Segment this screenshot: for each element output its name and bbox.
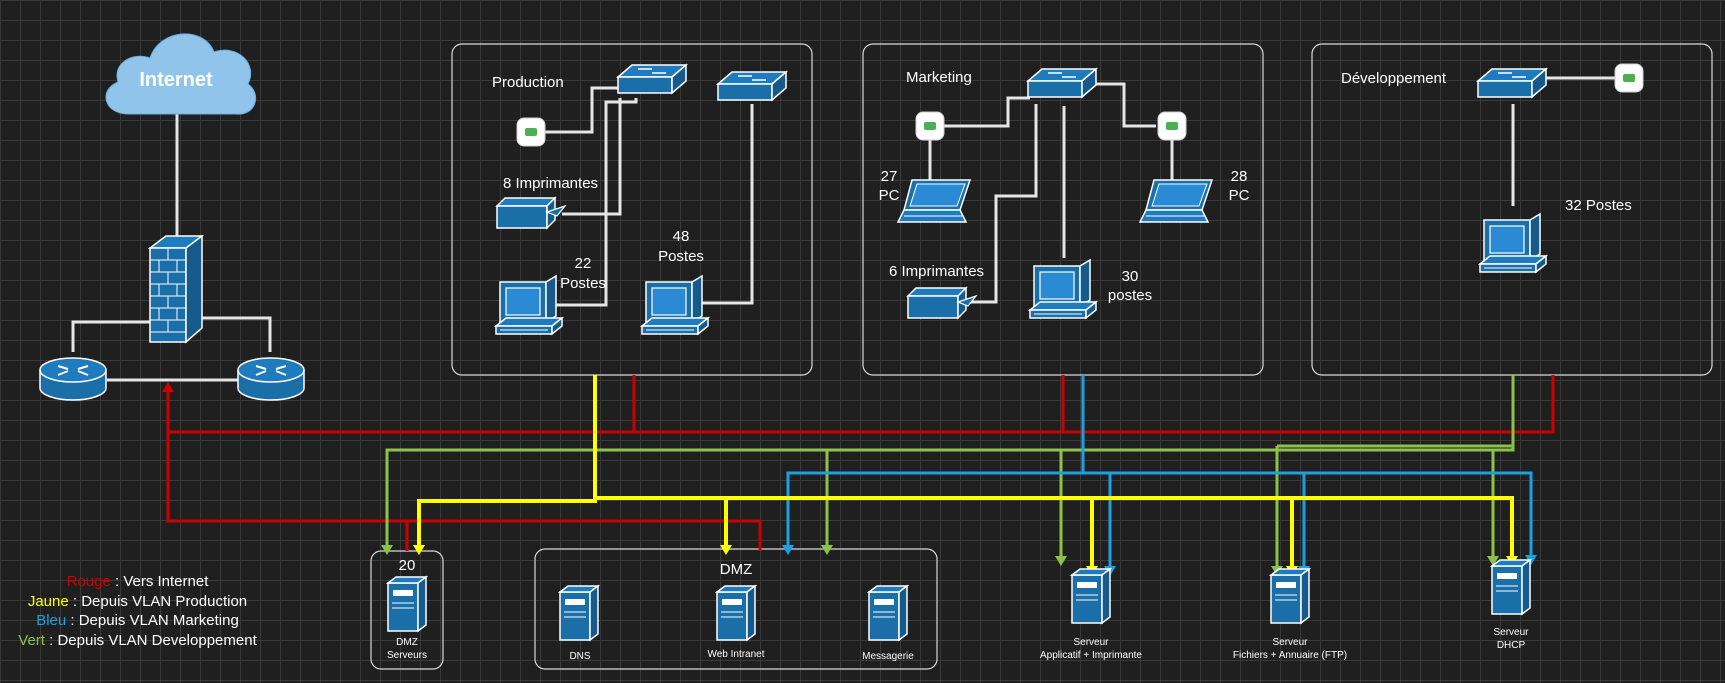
web-intranet-label: Web Intranet xyxy=(707,649,764,660)
marketing-pc-left-count: 27 xyxy=(881,168,898,185)
messagerie-label: Messagerie xyxy=(862,651,914,662)
dmz-servers-server-icon xyxy=(387,576,427,632)
app-server-icon xyxy=(1071,568,1111,624)
legend-red-text: : Vers Internet xyxy=(110,573,209,590)
dhcp-server-icon xyxy=(1491,559,1531,615)
app-server-line2: Applicatif + Imprimante xyxy=(1040,650,1142,661)
marketing-title: Marketing xyxy=(906,69,972,86)
developpement-title: Développement xyxy=(1341,70,1447,87)
zone-production-frame xyxy=(451,43,813,376)
marketing-printer-icon xyxy=(907,287,977,319)
dns-label: DNS xyxy=(569,651,590,662)
legend-yellow-key: Jaune xyxy=(27,592,69,610)
marketing-laptop-left-icon xyxy=(897,179,971,223)
production-switch-2-icon xyxy=(717,71,787,101)
marketing-printers-label: 6 Imprimantes xyxy=(889,263,984,280)
marketing-pc-right-label: PC xyxy=(1229,187,1250,204)
legend-red: Rouge : Vers Internet xyxy=(5,572,270,592)
marketing-postes-count: 30 xyxy=(1122,268,1139,285)
firewall-icon xyxy=(147,234,205,344)
production-printers-label: 8 Imprimantes xyxy=(503,175,598,192)
developpement-access-point-icon xyxy=(1614,63,1644,93)
production-printer-icon xyxy=(496,197,566,229)
files-server-icon xyxy=(1270,568,1310,624)
link-blue-from-marketing xyxy=(786,375,1533,566)
legend-green-text: : Depuis VLAN Developpement xyxy=(44,631,257,649)
web-intranet-server-icon xyxy=(716,585,756,641)
marketing-laptop-right-icon xyxy=(1139,179,1213,223)
marketing-postes-label: postes xyxy=(1108,287,1152,304)
legend-blue-key: Bleu xyxy=(36,612,67,629)
developpement-postes-label: 32 Postes xyxy=(1565,197,1632,214)
legend-blue: Bleu : Depuis VLAN Marketing xyxy=(5,611,270,631)
link-red-to-internet xyxy=(162,375,1555,551)
dmz-servers-line2: Serveurs xyxy=(387,650,427,661)
legend-red-key: Rouge xyxy=(66,573,111,590)
internal-links xyxy=(71,76,1616,382)
production-access-point-icon xyxy=(516,117,546,147)
production-postes-a-count: 22 xyxy=(575,255,592,272)
dns-server-icon xyxy=(559,585,599,641)
dhcp-server-line1: Serveur xyxy=(1493,627,1529,638)
developpement-switch-icon xyxy=(1477,68,1547,98)
app-server-line1: Serveur xyxy=(1073,637,1109,648)
production-switch-1-icon xyxy=(617,64,687,94)
legend-blue-text: : Depuis VLAN Marketing xyxy=(66,612,239,629)
production-workstation-b-icon xyxy=(641,275,709,335)
marketing-pc-right-count: 28 xyxy=(1231,168,1248,185)
legend-yellow: Jaune : Depuis VLAN Production xyxy=(5,592,270,612)
marketing-access-point-left-icon xyxy=(915,111,945,141)
developpement-workstation-icon xyxy=(1479,213,1547,273)
internet-label: Internet xyxy=(139,69,213,91)
router-left-icon xyxy=(39,357,107,401)
marketing-access-point-right-icon xyxy=(1157,111,1187,141)
dmz-servers-line1: DMZ xyxy=(396,637,418,648)
dmz-frame xyxy=(534,548,938,670)
production-postes-b-label: Postes xyxy=(658,248,704,265)
internet-cloud-icon xyxy=(105,33,257,115)
legend-green: Vert : Depuis VLAN Developpement xyxy=(5,631,270,651)
arrowheads xyxy=(381,545,1537,576)
production-workstation-a-icon xyxy=(495,275,563,335)
production-title: Production xyxy=(492,74,564,91)
dhcp-server-line2: DHCP xyxy=(1497,640,1526,651)
production-postes-a-label: Postes xyxy=(560,275,606,292)
legend-yellow-text: : Depuis VLAN Production xyxy=(68,592,248,610)
legend-green-key: Vert xyxy=(18,631,45,649)
files-server-line2: Fichiers + Annuaire (FTP) xyxy=(1233,650,1347,661)
legend: Rouge : Vers Internet Jaune : Depuis VLA… xyxy=(5,572,270,650)
production-postes-b-count: 48 xyxy=(673,228,690,245)
link-green-from-dev xyxy=(385,375,1515,566)
messagerie-server-icon xyxy=(868,585,908,641)
dmz-servers-count: 20 xyxy=(399,557,416,574)
router-right-icon xyxy=(237,357,305,401)
link-yellow-from-production xyxy=(417,375,1514,566)
marketing-pc-left-label: PC xyxy=(879,187,900,204)
files-server-line1: Serveur xyxy=(1272,637,1308,648)
dmz-title: DMZ xyxy=(720,561,753,578)
marketing-workstation-icon xyxy=(1029,259,1097,319)
marketing-switch-icon xyxy=(1027,68,1097,98)
